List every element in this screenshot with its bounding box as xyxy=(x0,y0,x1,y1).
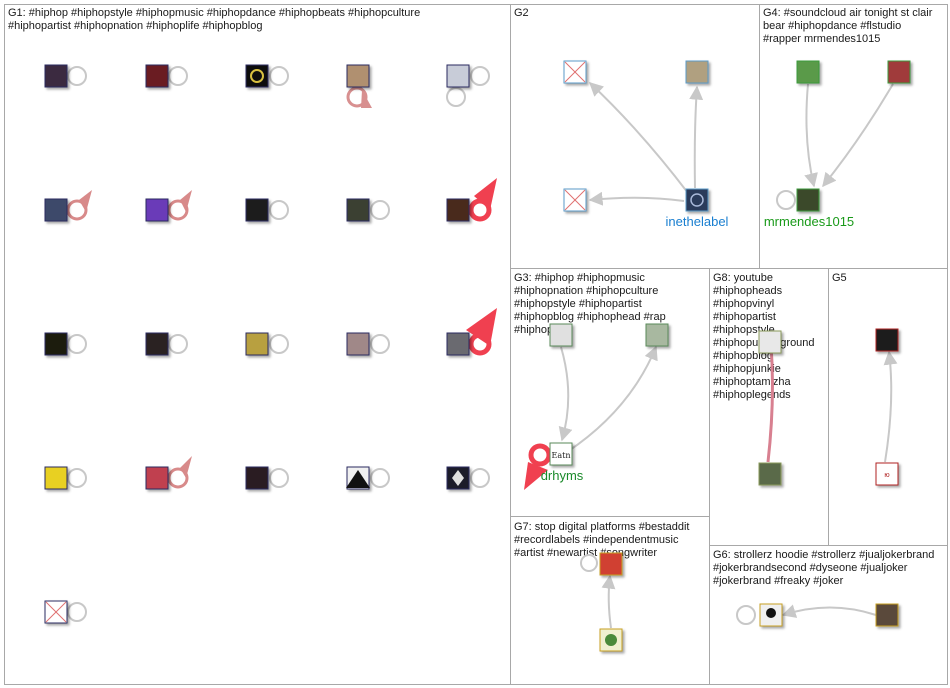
group-label-g5: G5 xyxy=(832,272,847,284)
self-loops xyxy=(68,67,795,624)
vertex-node[interactable] xyxy=(447,199,469,221)
edge xyxy=(590,83,688,193)
weighted-self-loop xyxy=(348,88,372,108)
edge xyxy=(806,84,814,186)
edge xyxy=(823,84,893,186)
vertex-node[interactable] xyxy=(888,61,910,83)
self-loop xyxy=(471,469,489,487)
logo-mark xyxy=(766,608,776,618)
self-loop xyxy=(169,67,187,85)
vertex-label-mrmendes1015[interactable]: mrmendes1015 xyxy=(764,214,854,229)
self-loop xyxy=(270,67,288,85)
group-label-g2: G2 xyxy=(514,7,529,19)
vertex-node[interactable] xyxy=(686,61,708,83)
vertex-node[interactable] xyxy=(447,333,469,355)
group-label-g4: G4: #soundcloud air tonight st clair bea… xyxy=(763,7,935,45)
group-panel-g5 xyxy=(829,269,948,546)
weighted-self-loops xyxy=(68,88,549,490)
self-loop xyxy=(68,335,86,353)
vertex-node[interactable] xyxy=(246,199,268,221)
weighted-self-loop xyxy=(466,308,497,353)
vertex-node[interactable] xyxy=(45,199,67,221)
self-loop xyxy=(737,606,755,624)
vertex-node[interactable] xyxy=(45,65,67,87)
vertex-node[interactable] xyxy=(347,333,369,355)
vertex-node[interactable] xyxy=(146,199,168,221)
self-loop xyxy=(270,335,288,353)
vertex-node[interactable] xyxy=(45,333,67,355)
edge xyxy=(695,87,697,188)
self-loop xyxy=(68,67,86,85)
edge xyxy=(567,347,656,452)
group-label-g1: G1: #hiphop #hiphopstyle #hiphopmusic #h… xyxy=(8,7,423,32)
logo-mark xyxy=(605,634,617,646)
vertex-node[interactable] xyxy=(600,553,622,575)
vertex-node[interactable] xyxy=(347,199,369,221)
edge xyxy=(609,576,611,628)
vertex-node[interactable] xyxy=(246,65,268,87)
vertex-node[interactable] xyxy=(797,61,819,83)
weighted-self-loop xyxy=(169,456,192,487)
vertex-node[interactable] xyxy=(146,65,168,87)
vertex-node[interactable] xyxy=(876,604,898,626)
self-loop xyxy=(371,469,389,487)
vertex-node[interactable] xyxy=(686,189,708,211)
vertex-label-inethelabel[interactable]: inethelabel xyxy=(666,214,729,229)
self-loop xyxy=(270,469,288,487)
self-loop xyxy=(68,603,86,621)
vertex-node[interactable] xyxy=(347,65,369,87)
vertex-node[interactable] xyxy=(797,189,819,211)
weighted-self-loop xyxy=(68,190,92,219)
weighted-self-loop xyxy=(471,178,497,219)
edge xyxy=(783,608,876,616)
self-loop xyxy=(371,335,389,353)
self-loop xyxy=(270,201,288,219)
group-labels: G1: #hiphop #hiphopstyle #hiphopmusic #h… xyxy=(8,7,937,587)
vertex-node[interactable] xyxy=(646,324,668,346)
group-label-g6: G6: strollerz hoodie #strollerz #jualjok… xyxy=(713,549,937,587)
edge xyxy=(590,198,684,201)
logo-mark: Eatn xyxy=(552,451,571,460)
vertex-node[interactable] xyxy=(447,65,469,87)
vertex-node[interactable] xyxy=(246,333,268,355)
vertex-node[interactable] xyxy=(550,324,572,346)
vertex-node[interactable] xyxy=(876,329,898,351)
weighted-self-loop xyxy=(169,190,192,219)
vertex-node[interactable] xyxy=(759,331,781,353)
self-loop xyxy=(68,469,86,487)
edge xyxy=(885,352,891,462)
vertex-label-drhyms[interactable]: drhyms xyxy=(541,468,584,483)
self-loop xyxy=(371,201,389,219)
self-loop xyxy=(471,67,489,85)
vertex-node[interactable] xyxy=(146,467,168,489)
self-loop xyxy=(447,88,465,106)
vertex-node[interactable] xyxy=(146,333,168,355)
logo-mark: ю xyxy=(884,472,889,479)
edge xyxy=(561,347,568,440)
vertex-node[interactable] xyxy=(759,463,781,485)
vertex-node[interactable] xyxy=(45,467,67,489)
self-loop xyxy=(777,191,795,209)
self-loop xyxy=(169,335,187,353)
vertex-node[interactable] xyxy=(246,467,268,489)
